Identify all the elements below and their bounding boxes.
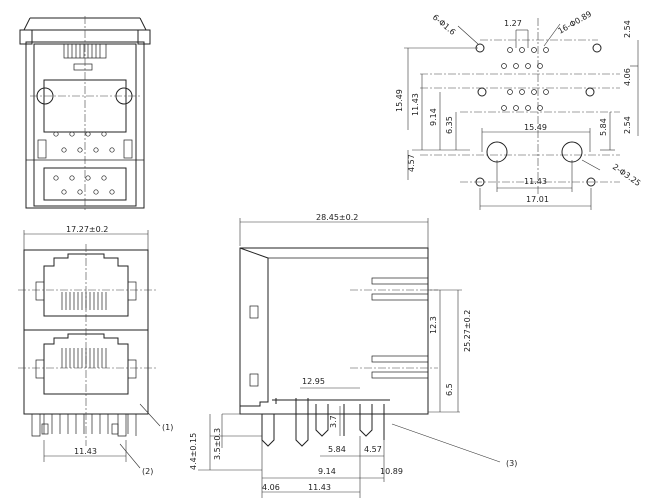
label-side-length: 28.45±0.2	[316, 213, 358, 222]
label-front-width: 17.27±0.2	[66, 225, 108, 234]
label-d1295: 12.95	[302, 377, 325, 386]
label-h65: 6.5	[445, 383, 454, 396]
label-d457-v: 4.57	[407, 154, 416, 172]
label-d406: 4.06	[623, 68, 632, 86]
label-d44: 4.4±0.15	[189, 433, 198, 470]
label-d1549-h: 15.49	[524, 123, 547, 132]
side-view	[198, 218, 501, 498]
label-pitch-127: 1.27	[504, 19, 522, 28]
label-d254-r: 2.54	[623, 116, 632, 134]
dimension-labels: 6-Φ1.6 1.27 16-Φ0.89 2.54 4.06 15.49 11.…	[66, 9, 642, 492]
label-d254-top: 2.54	[623, 20, 632, 38]
label-d1143-h: 11.43	[524, 177, 547, 186]
label-d1701: 17.01	[526, 195, 549, 204]
label-d1143: 11.43	[308, 483, 331, 492]
label-d1549-v: 15.49	[395, 89, 404, 112]
footprint-view	[404, 18, 639, 210]
top-view	[19, 16, 151, 212]
label-d406: 4.06	[262, 483, 280, 492]
label-d635-v: 6.35	[445, 116, 454, 134]
label-d1089: 10.89	[380, 467, 403, 476]
label-d457: 4.57	[364, 445, 382, 454]
label-d584-v: 5.84	[599, 118, 608, 136]
label-callout-2: (2)	[142, 467, 153, 476]
label-hole-small: 6-Φ1.6	[431, 13, 457, 37]
label-d914-v: 9.14	[429, 108, 438, 126]
label-d914: 9.14	[318, 467, 336, 476]
label-hole-big: 2-Φ3.25	[611, 162, 642, 188]
label-h123: 12.3	[429, 316, 438, 334]
label-d37: 3.7	[329, 415, 338, 428]
label-d1143-v: 11.43	[411, 93, 420, 116]
label-hole-pins: 16-Φ0.89	[557, 9, 594, 35]
label-d584: 5.84	[328, 445, 346, 454]
label-callout-1: (1)	[162, 423, 173, 432]
label-h2527: 25.27±0.2	[463, 310, 472, 352]
label-d35: 3.5±0.3	[213, 428, 222, 460]
label-front-pitch: 11.43	[74, 447, 97, 456]
front-view	[18, 230, 161, 469]
label-callout-3: (3)	[506, 459, 517, 468]
